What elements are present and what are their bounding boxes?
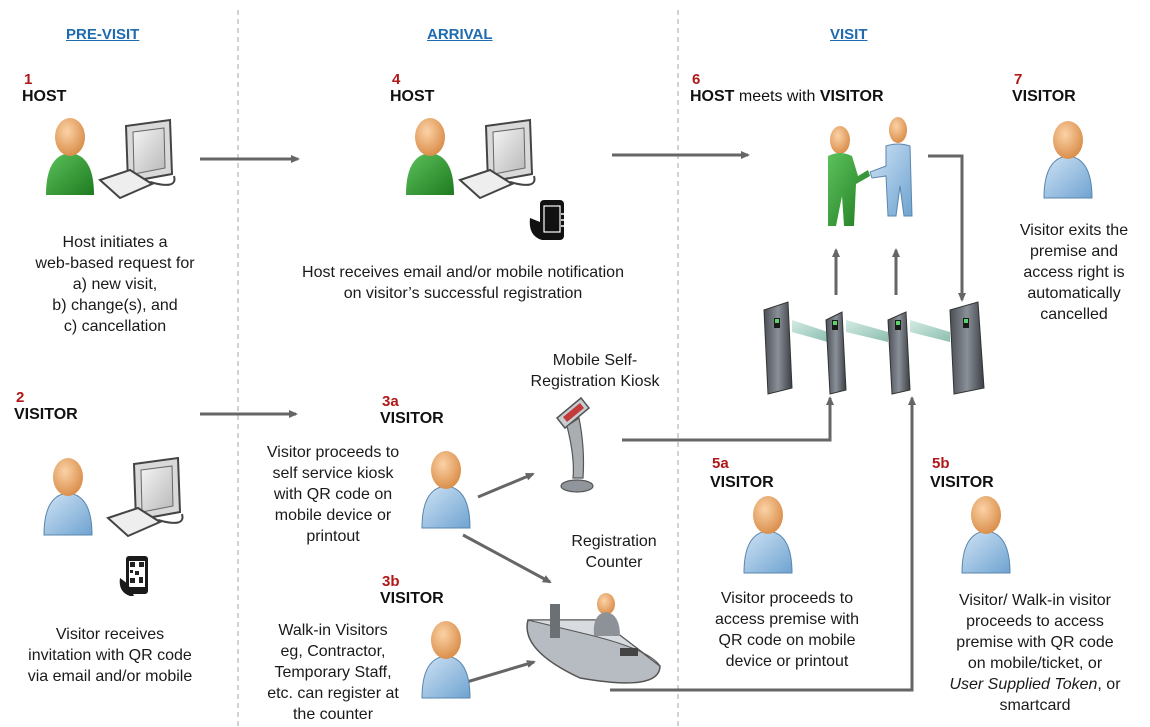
step-5a-description: Visitor proceeds to access premise with … bbox=[714, 590, 860, 670]
arrow-visitor-to-kiosk bbox=[477, 472, 535, 499]
step-3b-description: Walk-in Visitors eg, Contractor, Tempora… bbox=[267, 622, 399, 723]
step-role: VISITOR bbox=[930, 474, 994, 491]
step-1-description: Host initiates a web-based request for a… bbox=[35, 234, 195, 335]
counter-caption: Registration Counter bbox=[571, 533, 657, 571]
qr-phone-icon bbox=[119, 556, 148, 596]
kiosk-icon bbox=[555, 396, 594, 493]
step-3a-description: Visitor proceeds to self service kiosk w… bbox=[266, 444, 400, 545]
step-number: 6 bbox=[692, 71, 701, 88]
step-number: 7 bbox=[1014, 71, 1023, 88]
step-number: 3a bbox=[382, 393, 399, 410]
kiosk-caption: Mobile Self- Registration Kiosk bbox=[530, 352, 660, 390]
step-number: 5b bbox=[932, 455, 950, 472]
step-role: HOST bbox=[390, 88, 435, 105]
handshake-icon bbox=[828, 117, 913, 226]
step-number: 2 bbox=[16, 389, 25, 406]
computer-icon bbox=[106, 456, 184, 538]
step-number: 4 bbox=[392, 71, 401, 88]
turnstile-gate-icon bbox=[763, 301, 985, 395]
section-pre-visit: PRE-VISIT bbox=[66, 26, 140, 43]
visitor-figure-icon bbox=[43, 458, 93, 536]
step-number: 3b bbox=[382, 573, 400, 590]
flow-arrows bbox=[200, 151, 966, 692]
visitor-figure-icon bbox=[961, 496, 1011, 574]
step-number: 1 bbox=[24, 71, 33, 88]
step-role: HOST bbox=[22, 88, 67, 105]
mobile-phone-icon bbox=[529, 200, 566, 240]
visitor-figure-icon bbox=[421, 621, 471, 699]
section-visit: VISIT bbox=[830, 26, 868, 43]
computer-icon bbox=[458, 118, 536, 200]
arrow-visitor-to-counter bbox=[462, 533, 552, 584]
visitor-figure-icon bbox=[743, 496, 793, 574]
step-7-description: Visitor exits the premise and access rig… bbox=[1019, 222, 1129, 323]
arrow-kiosk-to-gate bbox=[622, 396, 834, 442]
step-role: VISITOR bbox=[380, 410, 444, 427]
step-role: VISITOR bbox=[380, 590, 444, 607]
step-role: VISITOR bbox=[14, 406, 78, 423]
step-role: VISITOR bbox=[1012, 88, 1076, 105]
registration-counter-icon bbox=[526, 593, 661, 684]
host-figure-icon bbox=[406, 118, 454, 195]
arrow-meeting-to-exit bbox=[928, 154, 966, 302]
host-figure-icon bbox=[46, 118, 94, 195]
computer-icon bbox=[98, 118, 176, 200]
visitor-figure-icon bbox=[1043, 121, 1093, 199]
step-6-role: HOST meets with VISITOR bbox=[690, 88, 884, 105]
arrow-counter-to-gate bbox=[610, 396, 916, 692]
step-role: VISITOR bbox=[710, 474, 774, 491]
step-4-description: Host receives email and/or mobile notifi… bbox=[302, 264, 624, 302]
step-number: 5a bbox=[712, 455, 729, 472]
step-5b-description: Visitor/ Walk-in visitor proceeds to acc… bbox=[949, 592, 1121, 714]
section-arrival: ARRIVAL bbox=[427, 26, 493, 43]
arrow-walkin-to-counter bbox=[459, 660, 536, 686]
visitor-figure-icon bbox=[421, 451, 471, 529]
step-2-description: Visitor receives invitation with QR code… bbox=[27, 626, 193, 685]
